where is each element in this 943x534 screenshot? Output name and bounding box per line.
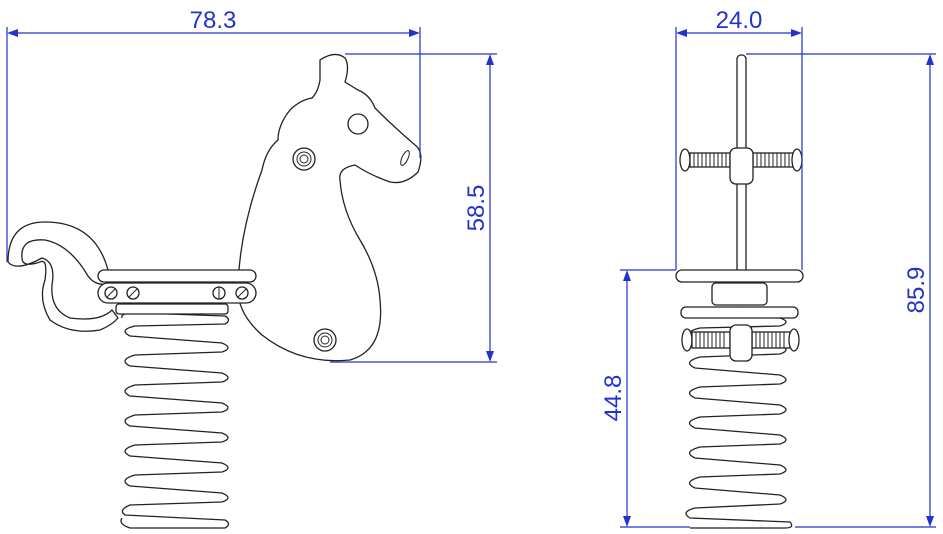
lower-handle bbox=[681, 324, 800, 362]
spring-side bbox=[120, 312, 230, 529]
dimension-label-front-total-height: 85.9 bbox=[903, 267, 930, 314]
mounting-bracket bbox=[97, 282, 257, 304]
handle-bolt-bottom bbox=[313, 328, 337, 352]
handle-bolt-top bbox=[292, 147, 316, 171]
spring-cap-front bbox=[680, 306, 799, 319]
upper-handle bbox=[679, 147, 803, 185]
side-view bbox=[7, 53, 422, 529]
seat-front bbox=[675, 269, 804, 283]
dimension-label-front-seat-height: 44.8 bbox=[600, 375, 627, 422]
dimension-front-seat-height: 44.8 bbox=[600, 269, 690, 528]
bracket-screws bbox=[104, 286, 249, 300]
dimension-side-height: 58.5 bbox=[330, 53, 497, 363]
dimension-side-width: 78.3 bbox=[6, 7, 421, 262]
spring-cap bbox=[115, 303, 229, 315]
dimension-label-side-height: 58.5 bbox=[463, 185, 490, 232]
front-view bbox=[675, 54, 804, 529]
seat-plate bbox=[97, 269, 257, 283]
horse-nostril bbox=[400, 150, 410, 166]
horse-eye bbox=[347, 113, 369, 135]
dimension-front-total-height: 85.9 bbox=[746, 53, 936, 528]
dimension-front-width: 24.0 bbox=[675, 7, 803, 270]
dimension-label-front-width: 24.0 bbox=[716, 7, 763, 34]
bracket-front bbox=[711, 282, 768, 306]
dimension-label-side-width: 78.3 bbox=[190, 7, 237, 34]
horse-head bbox=[237, 53, 422, 362]
